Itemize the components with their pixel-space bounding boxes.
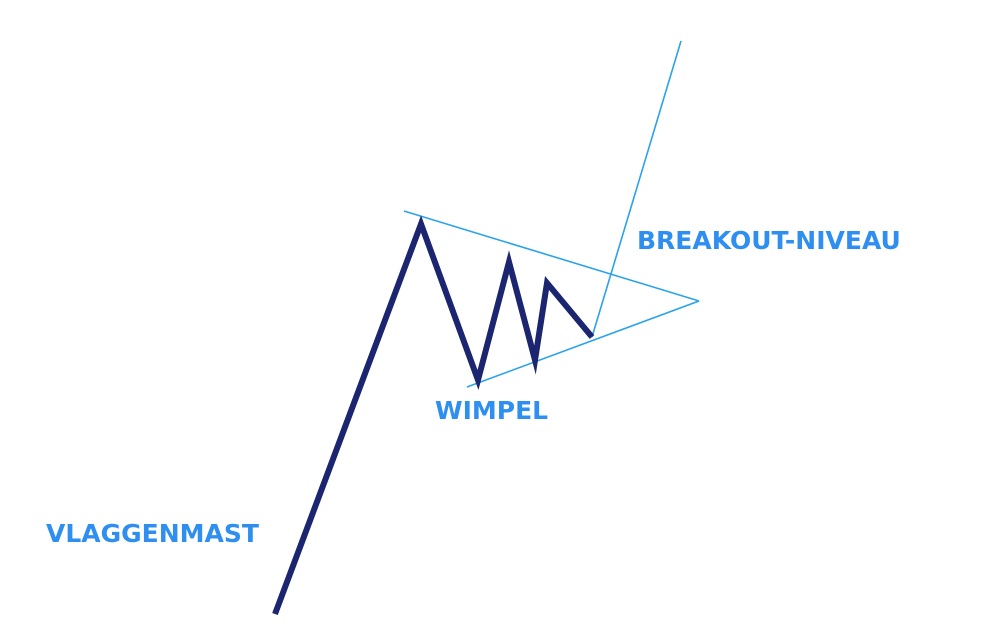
pennant-upper-trendline	[403, 210, 700, 302]
breakout-level-label: BREAKOUT-NIVEAU	[637, 226, 901, 255]
pennant-label: WIMPEL	[435, 396, 549, 425]
breakout-line	[591, 40, 682, 338]
pennant-lower-trendline	[466, 300, 700, 388]
price-path	[272, 215, 595, 616]
flagpole-label: VLAGGENMAST	[46, 519, 259, 548]
